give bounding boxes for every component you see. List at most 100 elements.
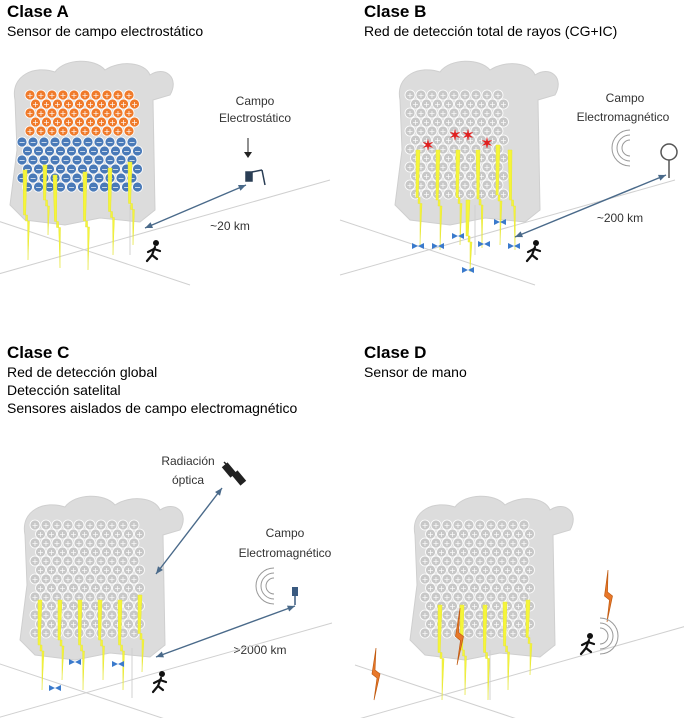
charge-sign: +	[418, 91, 425, 100]
charge-sign: −	[79, 183, 86, 192]
charge-sign: +	[471, 566, 478, 575]
panel-c-title: Clase C	[7, 343, 70, 362]
satellite-icon	[221, 461, 247, 486]
charge-negative	[93, 172, 105, 184]
charge-sign: +	[500, 136, 507, 145]
charge-sign: −	[79, 147, 86, 156]
charge-neutral	[458, 546, 469, 558]
charge-sign: +	[87, 575, 94, 584]
charge-sign: +	[440, 181, 447, 190]
arrow-head	[658, 174, 666, 181]
charge-sign: +	[438, 584, 445, 593]
ground-strike-bolt	[604, 569, 613, 623]
charge-sign: +	[76, 539, 83, 548]
charge-neutral	[487, 134, 498, 146]
charge-sign: −	[118, 138, 125, 147]
charge-neutral	[459, 143, 471, 155]
charge-sign: +	[456, 118, 463, 127]
charge-neutral	[507, 573, 519, 585]
charge-sign: +	[467, 172, 474, 181]
charge-sign: +	[32, 100, 39, 109]
charge-negative	[66, 181, 77, 193]
charge-neutral	[79, 546, 90, 558]
charge-neutral	[496, 537, 508, 549]
charge-sign: +	[504, 584, 511, 593]
charge-positive	[24, 89, 36, 101]
charge-sign: +	[433, 521, 440, 530]
person-head	[587, 633, 593, 639]
charge-sign: +	[526, 530, 533, 539]
panel-c-field-label-1: Campo	[265, 526, 305, 540]
charge-neutral	[90, 582, 101, 594]
person-leg	[150, 253, 159, 261]
sensor-box	[245, 171, 253, 182]
charge-sign: +	[114, 566, 121, 575]
charge-sign: +	[423, 190, 430, 199]
charge-sign: +	[422, 575, 429, 584]
charge-sign: −	[46, 165, 53, 174]
charge-negative	[33, 145, 44, 157]
charge-neutral	[415, 89, 427, 101]
charge-sign: +	[456, 136, 463, 145]
person-leg	[145, 253, 154, 263]
charge-sign: −	[52, 156, 59, 165]
charge-neutral	[73, 555, 85, 567]
charge-positive	[79, 125, 91, 137]
charge-neutral	[513, 564, 524, 576]
charge-sign: +	[54, 539, 61, 548]
charge-positive	[118, 116, 129, 128]
charge-sign: +	[433, 557, 440, 566]
charge-sign: +	[467, 190, 474, 199]
charge-sign: +	[471, 602, 478, 611]
wave-arc	[260, 572, 275, 600]
charge-positive	[35, 125, 47, 137]
charge-sign: +	[477, 539, 484, 548]
person-icon	[579, 633, 596, 656]
charge-sign: +	[429, 109, 436, 118]
charge-sign: +	[418, 109, 425, 118]
charge-neutral	[46, 546, 57, 558]
charge-neutral	[492, 107, 504, 119]
optical-arrow-c	[155, 487, 223, 575]
charge-sign: +	[488, 629, 495, 638]
charge-sign: −	[74, 174, 81, 183]
charge-neutral	[463, 591, 475, 603]
charge-neutral	[35, 564, 46, 576]
charge-neutral	[436, 582, 447, 594]
charge-sign: +	[93, 91, 100, 100]
charge-sign: +	[489, 100, 496, 109]
charge-sign: +	[407, 91, 414, 100]
charge-neutral	[492, 89, 504, 101]
charge-sign: +	[433, 629, 440, 638]
person-head	[153, 240, 159, 246]
charge-sign: +	[412, 136, 419, 145]
charge-negative	[22, 145, 33, 157]
person-arm	[146, 247, 156, 254]
charge-sign: +	[82, 109, 89, 118]
charge-neutral	[474, 591, 486, 603]
panel-b-distance: ~200 km	[596, 211, 644, 225]
charge-neutral	[62, 573, 74, 585]
panel-a-subtitle: Sensor de campo electrostático	[7, 23, 204, 39]
charge-sign: −	[129, 138, 136, 147]
charge-sign: +	[471, 584, 478, 593]
charge-sign: +	[467, 136, 474, 145]
charge-neutral	[441, 555, 453, 567]
charge-sign: +	[418, 181, 425, 190]
lightning-bolt-icon	[82, 171, 90, 271]
charge-sign: +	[449, 548, 456, 557]
charge-sign: +	[71, 109, 78, 118]
charge-neutral	[123, 582, 134, 594]
charge-sign: +	[412, 190, 419, 199]
charge-neutral	[40, 519, 52, 531]
charge-neutral	[443, 170, 454, 182]
charge-sign: +	[422, 611, 429, 620]
ic-flash-marker: ✶	[449, 127, 461, 143]
charge-neutral	[498, 116, 509, 128]
charge-sign: +	[478, 154, 485, 163]
charge-sign: +	[32, 629, 39, 638]
charge-sign: +	[515, 566, 522, 575]
charge-sign: +	[510, 539, 517, 548]
charge-positive	[112, 107, 124, 119]
charge-sign: +	[38, 109, 45, 118]
